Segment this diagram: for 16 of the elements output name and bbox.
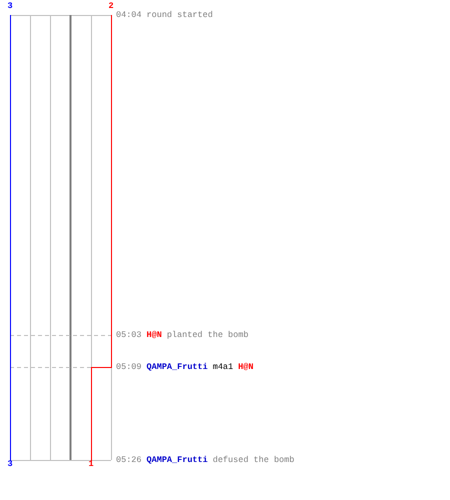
event-text: round started — [146, 10, 213, 20]
player-name: H@N — [238, 362, 254, 372]
player-name: H@N — [146, 330, 162, 340]
player-count: 2 — [108, 2, 114, 10]
timestamp: 04:04 — [116, 10, 142, 20]
event-text: planted the bomb — [166, 330, 248, 340]
timestamp: 05:03 — [116, 330, 142, 340]
timestamp: 05:26 — [116, 456, 142, 464]
player-name: QAMPA_Frutti — [146, 362, 208, 372]
event-text: defused the bomb — [212, 456, 294, 464]
player-count: 3 — [7, 460, 13, 468]
player-count: 1 — [88, 460, 94, 468]
weapon-name: m4a1 — [212, 362, 234, 372]
player-name: QAMPA_Frutti — [146, 456, 208, 464]
timestamp: 05:09 — [116, 362, 142, 372]
player-count: 3 — [7, 2, 13, 10]
